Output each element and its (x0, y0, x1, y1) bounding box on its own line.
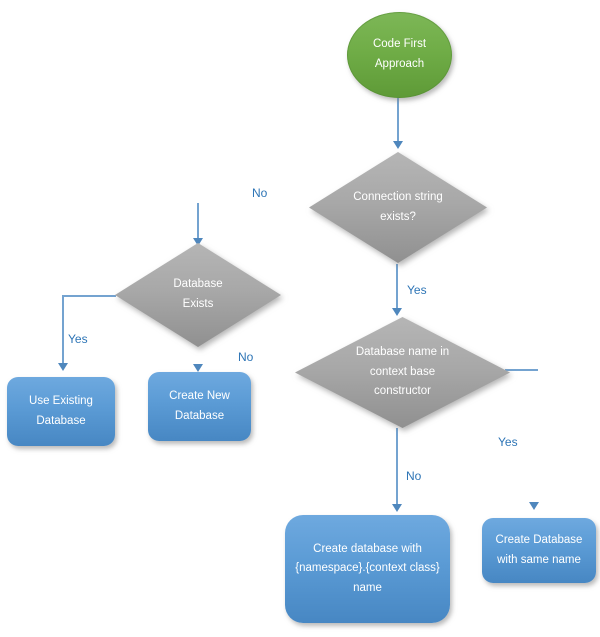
arrowhead-into-use-existing (58, 363, 68, 371)
connector-yes-to-database-name (396, 264, 398, 310)
edge-label-exists-yes: Yes (68, 332, 88, 346)
connector-exists-yes-vertical (62, 295, 64, 365)
edge-label-connection-no: No (252, 186, 268, 200)
edge-label-connection-yes: Yes (407, 283, 427, 297)
start-node: Code First Approach (347, 12, 452, 98)
node-label: Create New Database (169, 389, 230, 422)
decision-connection-string: Connection string exists? (309, 152, 487, 263)
arrowhead-into-create-same-name (529, 502, 539, 510)
node-label: Code First Approach (372, 38, 427, 70)
arrowhead-into-create-new (193, 364, 203, 372)
node-create-namespace-database: Create database with {namespace}.{contex… (285, 515, 450, 623)
edge-label-name-no: No (406, 469, 422, 483)
node-create-same-name-database: Create Database with same name (482, 518, 596, 583)
node-label: Use Existing Database (29, 394, 93, 427)
connector-name-no-vertical (396, 428, 398, 506)
node-label: Database name in context base constructo… (355, 346, 450, 398)
edge-label-name-yes: Yes (498, 435, 518, 449)
node-label: Create Database with same name (495, 533, 583, 566)
connector-no-to-database-exists (197, 203, 199, 240)
arrowhead-into-create-namespace (392, 504, 402, 512)
edge-label-exists-no: No (238, 350, 254, 364)
connector-start-to-connection-string (397, 97, 399, 142)
node-create-new-database: Create New Database (148, 372, 251, 441)
node-label: Create database with {namespace}.{contex… (295, 542, 440, 594)
node-label: Connection string exists? (353, 190, 443, 223)
arrowhead-into-database-exists (193, 238, 203, 246)
decision-database-exists: Database Exists (115, 243, 281, 347)
node-label: Database Exists (173, 278, 223, 310)
connector-name-yes-horizontal (505, 369, 538, 371)
connector-exists-yes-horizontal (62, 295, 116, 297)
node-use-existing-database: Use Existing Database (7, 377, 115, 446)
arrowhead-into-connection-string (393, 141, 403, 149)
decision-database-name: Database name in context base constructo… (295, 317, 510, 428)
arrowhead-into-database-name (392, 308, 402, 316)
